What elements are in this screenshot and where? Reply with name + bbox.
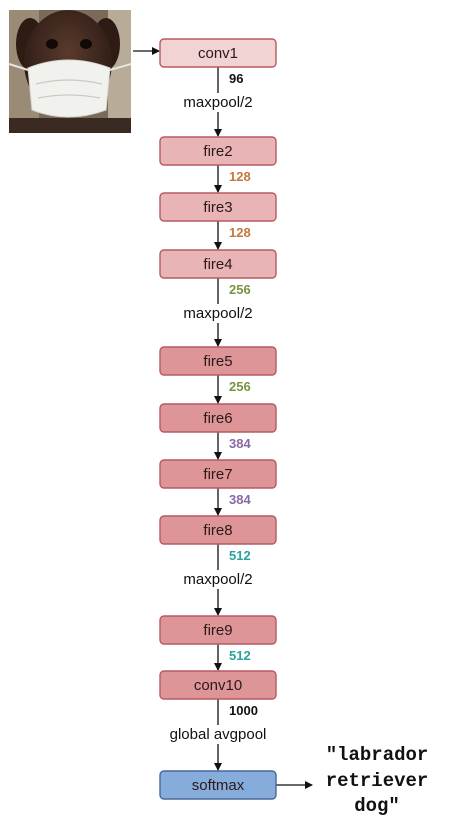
node-box-conv10 [159,670,277,700]
edge-fire6-fire7: 384 [214,432,251,460]
op-label-background [170,725,266,744]
channel-count-label: 384 [229,492,251,507]
node-conv10: conv10 [159,670,277,700]
node-fire4: fire4 [159,249,277,279]
op-label-background [170,570,266,589]
node-label-fire2: fire2 [203,143,232,160]
node-fire5: fire5 [159,346,277,376]
node-label-conv10: conv10 [194,677,242,694]
channel-count-label: 512 [229,648,251,663]
node-box-fire7 [159,459,277,489]
pooling-op-label: maxpool/2 [183,94,252,111]
pooling-op-label: maxpool/2 [183,571,252,588]
node-box-fire4 [159,249,277,279]
node-box-softmax [159,770,277,800]
edge-fire8-fire9: 512 maxpool/2 [170,544,266,616]
output-prediction: "labrador retriever dog" [326,744,429,817]
edge-fire2-fire3: 128 [214,165,251,193]
channel-count-label: 96 [229,71,243,86]
edge-fire4-fire5: 256 maxpool/2 [170,278,266,347]
node-softmax: softmax [159,770,277,800]
channel-count-label: 384 [229,436,251,451]
node-box-conv1 [159,38,277,68]
node-box-fire6 [159,403,277,433]
node-fire3: fire3 [159,192,277,222]
node-box-fire3 [159,192,277,222]
node-box-fire5 [159,346,277,376]
node-label-softmax: softmax [192,777,245,794]
channel-count-label: 256 [229,282,251,297]
prediction-line: retriever [326,770,429,792]
dog-wearing-mask-photo-icon [9,10,131,133]
node-fire8: fire8 [159,515,277,545]
node-fire2: fire2 [159,136,277,166]
edge-fire5-fire6: 256 [214,375,251,404]
channel-count-label: 256 [229,379,251,394]
node-label-conv1: conv1 [198,45,238,62]
edge-conv1-fire2: 96 maxpool/2 [170,67,266,137]
node-box-fire2 [159,136,277,166]
node-label-fire4: fire4 [203,256,232,273]
node-label-fire3: fire3 [203,199,232,216]
op-label-background [170,93,266,112]
edge-fire7-fire8: 384 [214,488,251,516]
node-label-fire9: fire9 [203,622,232,639]
pooling-op-label: maxpool/2 [183,305,252,322]
nodes: conv1 fire2 fire3 fire4 fire5 fire6 fire7 fire8… [159,38,277,800]
edge-conv10-softmax: 1000 global avgpool [170,699,267,771]
node-label-fire8: fire8 [203,522,232,539]
node-fire9: fire9 [159,615,277,645]
node-label-fire6: fire6 [203,410,232,427]
channel-count-label: 1000 [229,703,258,718]
channel-count-label: 128 [229,169,251,184]
channel-count-label: 512 [229,548,251,563]
node-box-fire9 [159,615,277,645]
op-label-background [170,304,266,323]
channel-count-label: 128 [229,225,251,240]
node-box-fire8 [159,515,277,545]
node-label-fire5: fire5 [203,353,232,370]
edges: 96 maxpool/2 128 128 256 maxpool/2 256 384 384 51… [133,47,313,789]
prediction-line: dog" [354,795,400,817]
node-label-fire7: fire7 [203,466,232,483]
edge-fire3-fire4: 128 [214,221,251,250]
node-conv1: conv1 [159,38,277,68]
pooling-op-label: global avgpool [170,726,267,743]
node-fire7: fire7 [159,459,277,489]
edge-fire9-conv10: 512 [214,644,251,671]
node-fire6: fire6 [159,403,277,433]
input-image [9,10,131,133]
prediction-line: "labrador [326,744,429,766]
